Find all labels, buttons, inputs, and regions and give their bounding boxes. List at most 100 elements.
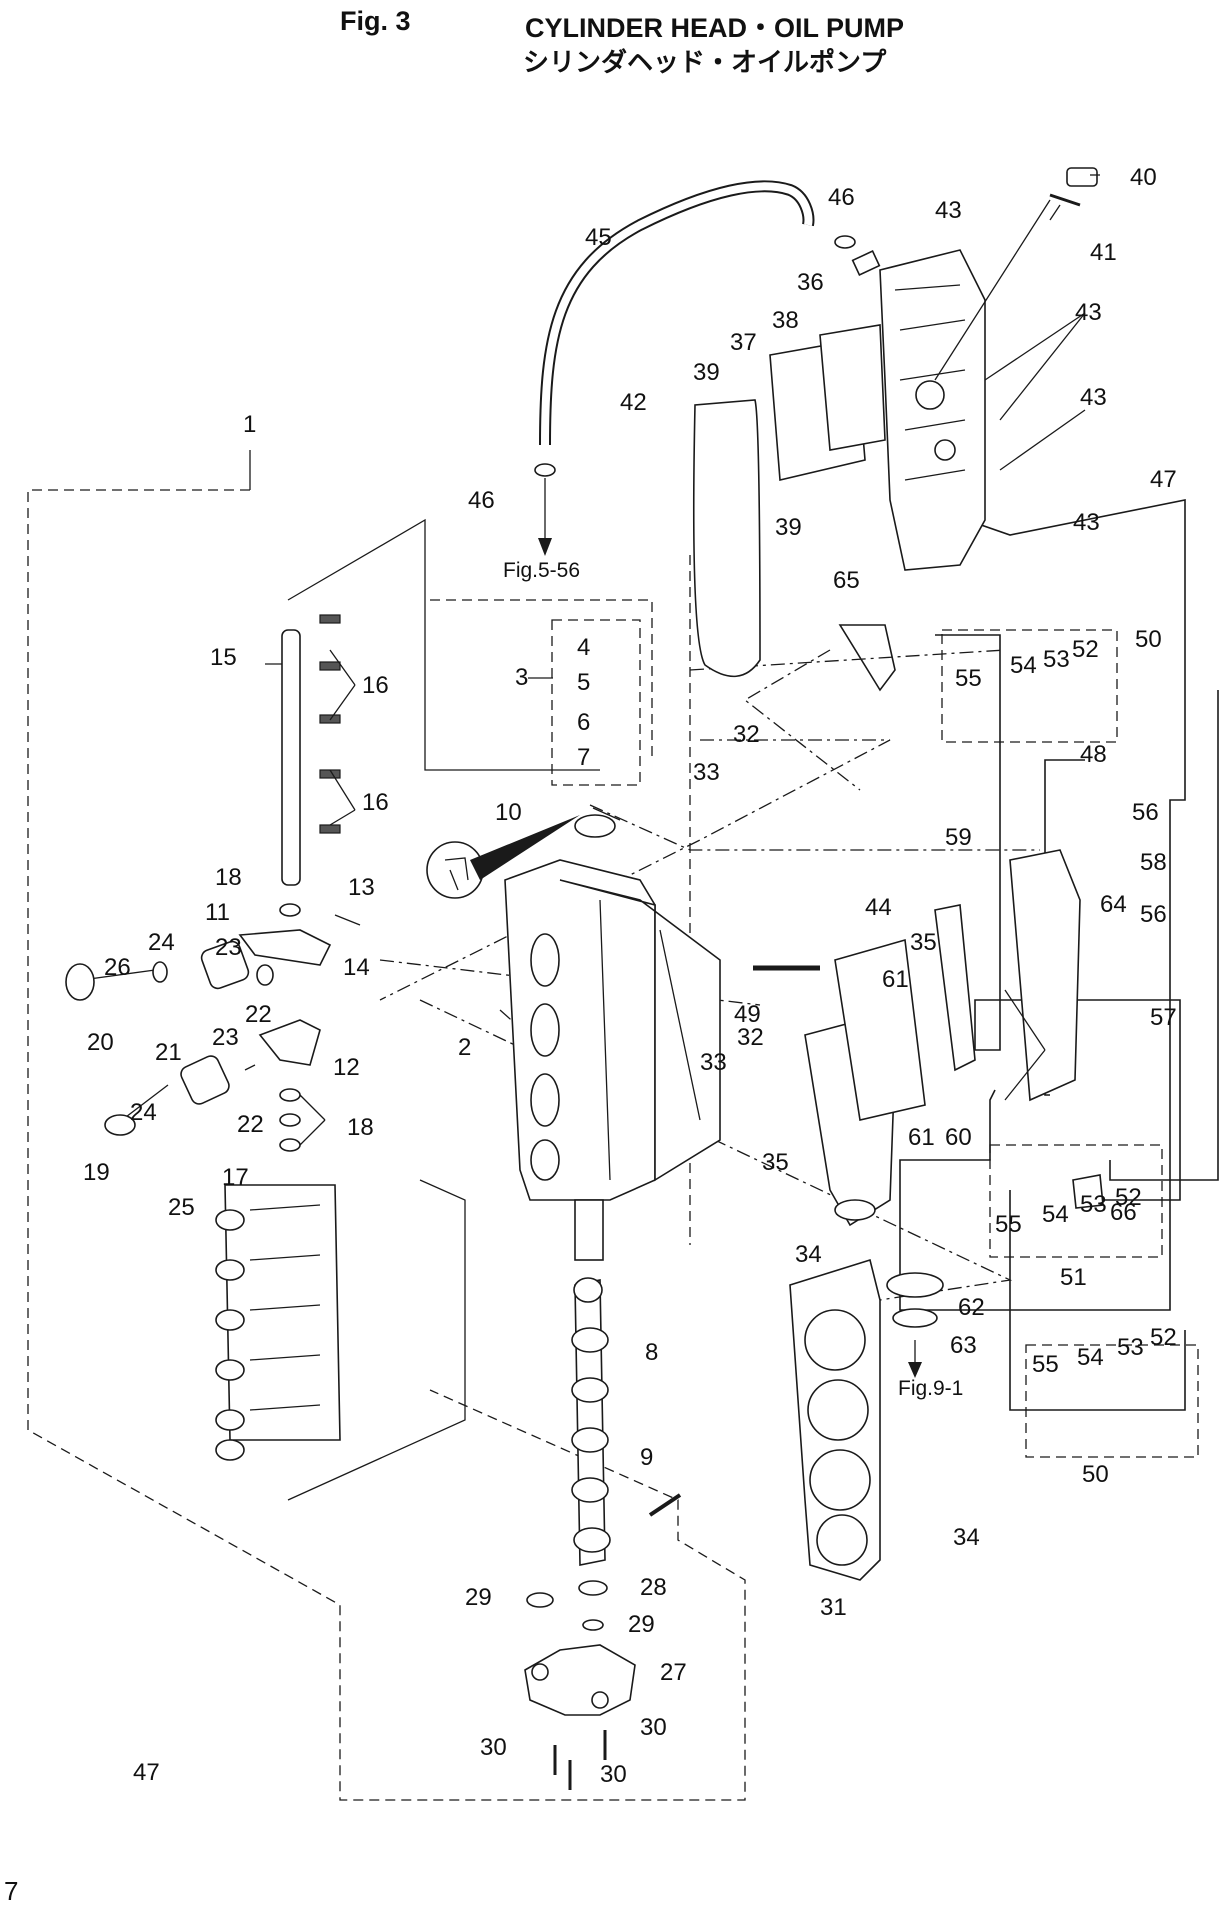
callout-45: 45 (585, 224, 612, 251)
callout-50a: 50 (1135, 626, 1162, 653)
callout-15: 15 (210, 644, 237, 671)
callout-53b: 53 (1080, 1191, 1107, 1218)
callout-27: 27 (660, 1659, 687, 1686)
callout-29b: 29 (628, 1611, 655, 1638)
callout-57: 57 (1150, 1004, 1177, 1031)
callout-21: 21 (155, 1039, 182, 1066)
callout-numbers: 1 2 3 4 5 6 7 8 9 10 11 12 13 14 15 16 1… (83, 164, 1177, 1788)
callout-38: 38 (772, 307, 799, 334)
callout-39b: 39 (775, 514, 802, 541)
callout-28: 28 (640, 1574, 667, 1601)
group-1-outline (27, 489, 746, 1801)
reference-fig-9-1: Fig.9-1 (898, 1377, 963, 1400)
callout-47b: 47 (133, 1759, 160, 1786)
callout-13: 13 (348, 874, 375, 901)
callout-43a: 43 (935, 197, 962, 224)
callout-25: 25 (168, 1194, 195, 1221)
rocker-shaft-15 (279, 614, 341, 917)
callout-18b: 18 (347, 1114, 374, 1141)
callout-16b: 16 (362, 789, 389, 816)
callout-52a: 52 (1072, 636, 1099, 663)
callout-60: 60 (945, 1124, 972, 1151)
callout-39a: 39 (693, 359, 720, 386)
figure-title-japanese: シリンダヘッド・オイルポンプ (523, 48, 887, 78)
head-cover-36 (692, 167, 1098, 678)
callout-1: 1 (243, 411, 256, 438)
oil-pump-27 (524, 1580, 636, 1790)
plate-38 (819, 324, 886, 451)
camshaft-8 (571, 1199, 682, 1566)
callout-26: 26 (104, 954, 131, 981)
callout-31: 31 (820, 1594, 847, 1621)
page-number: 7 (4, 1876, 19, 1906)
callout-48: 48 (1080, 741, 1107, 768)
callout-64: 64 (1100, 891, 1127, 918)
callout-10: 10 (495, 799, 522, 826)
leader-lines (244, 174, 1100, 1146)
callout-30b: 30 (480, 1734, 507, 1761)
callout-54b: 54 (1042, 1201, 1069, 1228)
callout-46b: 46 (468, 487, 495, 514)
group-50-outline-bottom (1025, 1344, 1199, 1458)
callout-52b: 52 (1115, 1184, 1142, 1211)
callout-5: 5 (577, 669, 590, 696)
gasket-42 (692, 399, 761, 678)
callout-16a: 16 (362, 672, 389, 699)
detail-balloon (426, 841, 484, 899)
cylinder-head-2 (426, 814, 721, 1201)
callout-56a: 56 (1132, 799, 1159, 826)
callout-55c: 55 (1032, 1351, 1059, 1378)
callout-42: 42 (620, 389, 647, 416)
callout-34b: 34 (953, 1524, 980, 1551)
valve-stack (215, 1184, 341, 1461)
callout-9: 9 (640, 1444, 653, 1471)
figure-label: Fig. 3 (340, 6, 411, 36)
figure-references: Fig.5-56 Fig.9-1 (503, 559, 963, 1400)
callout-24a: 24 (148, 929, 175, 956)
callout-32b: 32 (737, 1024, 764, 1051)
callout-43d: 43 (1073, 509, 1100, 536)
callout-62: 62 (958, 1294, 985, 1321)
oil-filler-cap-40 (1066, 167, 1098, 187)
callout-54c: 54 (1077, 1344, 1104, 1371)
callout-6: 6 (577, 709, 590, 736)
callout-35a: 35 (910, 929, 937, 956)
callout-53c: 53 (1117, 1334, 1144, 1361)
callout-50b: 50 (1082, 1461, 1109, 1488)
callout-37: 37 (730, 329, 757, 356)
callout-4: 4 (577, 634, 590, 661)
callout-24b: 24 (130, 1099, 157, 1126)
callout-55b: 55 (995, 1211, 1022, 1238)
group-51-outline (989, 1144, 1163, 1258)
callout-2: 2 (458, 1034, 471, 1061)
callout-61b: 61 (908, 1124, 935, 1151)
callout-23b: 23 (212, 1024, 239, 1051)
head-gasket-31 (789, 1258, 881, 1581)
group-3-outline (551, 619, 641, 786)
exhaust-parts (753, 624, 1104, 1328)
callout-7: 7 (577, 744, 590, 771)
callout-29a: 29 (465, 1584, 492, 1611)
callout-8: 8 (645, 1339, 658, 1366)
callout-49: 49 (734, 1001, 761, 1028)
callout-59: 59 (945, 824, 972, 851)
callout-33b: 33 (700, 1049, 727, 1076)
callout-46a: 46 (828, 184, 855, 211)
valve-train-parts (65, 914, 361, 1461)
callout-47a: 47 (1150, 466, 1177, 493)
callout-22b: 22 (237, 1111, 264, 1138)
reference-fig-5-56: Fig.5-56 (503, 559, 580, 582)
callout-17: 17 (222, 1164, 249, 1191)
callout-61a: 61 (882, 966, 909, 993)
callout-30a: 30 (640, 1714, 667, 1741)
figure-title-english: CYLINDER HEAD・OIL PUMP (525, 13, 905, 43)
callout-51: 51 (1060, 1264, 1087, 1291)
callout-32a: 32 (733, 721, 760, 748)
callout-3: 3 (515, 664, 528, 691)
callout-34a: 34 (795, 1241, 822, 1268)
callout-40: 40 (1130, 164, 1157, 191)
callout-44: 44 (865, 894, 892, 921)
callout-30c: 30 (600, 1761, 627, 1788)
